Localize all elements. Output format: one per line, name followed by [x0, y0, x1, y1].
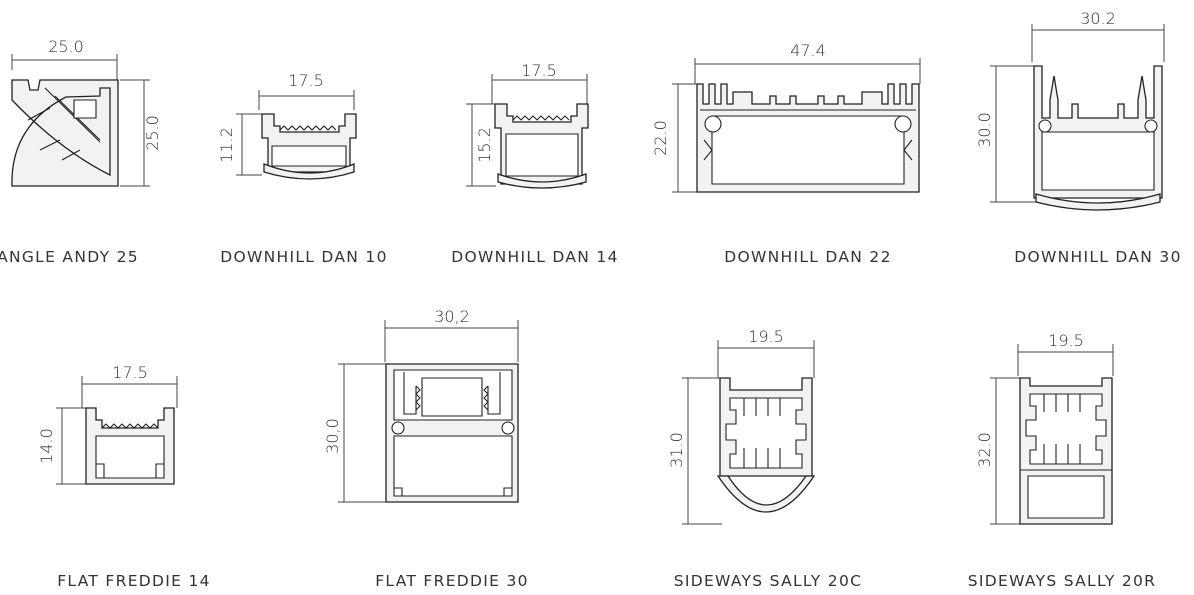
- profile-caption: DOWNHILL DAN 30: [1014, 248, 1182, 266]
- profile-caption: ANGLE ANDY 25: [0, 248, 139, 266]
- height-dimension: 25.0: [143, 115, 162, 151]
- profile-flat-freddie-14: 17.5 14.0: [37, 363, 178, 485]
- height-dimension: 22.0: [651, 120, 670, 156]
- profile-downhill-dan-22: 47.4 22.0: [651, 41, 921, 193]
- height-dimension: 32.0: [975, 432, 994, 468]
- width-dimension: 17.5: [112, 363, 148, 382]
- profile-caption: DOWNHILL DAN 10: [220, 248, 388, 266]
- width-dimension: 19.5: [1048, 331, 1084, 350]
- profile-sideways-sally-20c: 19.5 31.0: [667, 327, 816, 525]
- width-dimension: 19.5: [748, 327, 784, 346]
- profile-caption: FLAT FREDDIE 30: [375, 572, 529, 590]
- width-dimension: 47.4: [790, 41, 826, 60]
- profile-flat-freddie-30: 30,2 30,0: [323, 307, 519, 503]
- height-dimension: 30,0: [323, 418, 342, 454]
- profile-caption: SIDEWAYS SALLY 20R: [968, 572, 1156, 590]
- profile-caption: FLAT FREDDIE 14: [57, 572, 211, 590]
- height-dimension: 11.2: [217, 127, 236, 163]
- width-dimension: 17.5: [288, 71, 324, 90]
- profile-angle-andy-25: 25.0 25.0: [11, 37, 162, 187]
- profile-downhill-dan-10: 17.5 11.2: [217, 71, 357, 180]
- profile-caption: DOWNHILL DAN 22: [724, 248, 892, 266]
- height-dimension: 14.0: [37, 428, 56, 464]
- profile-downhill-dan-30: 30.2 30.0: [975, 9, 1165, 211]
- height-dimension: 15.2: [475, 127, 494, 163]
- profile-caption: DOWNHILL DAN 14: [451, 248, 619, 266]
- width-dimension: 25.0: [48, 37, 84, 56]
- height-dimension: 30.0: [975, 112, 994, 148]
- profile-caption: SIDEWAYS SALLY 20C: [674, 572, 863, 590]
- width-dimension: 17.5: [521, 61, 557, 80]
- width-dimension: 30,2: [434, 307, 470, 326]
- height-dimension: 31.0: [667, 432, 686, 468]
- width-dimension: 30.2: [1080, 9, 1116, 28]
- profile-sideways-sally-20r: 19.5 32.0: [975, 331, 1114, 525]
- profile-downhill-dan-14: 17.5 15.2: [466, 61, 589, 189]
